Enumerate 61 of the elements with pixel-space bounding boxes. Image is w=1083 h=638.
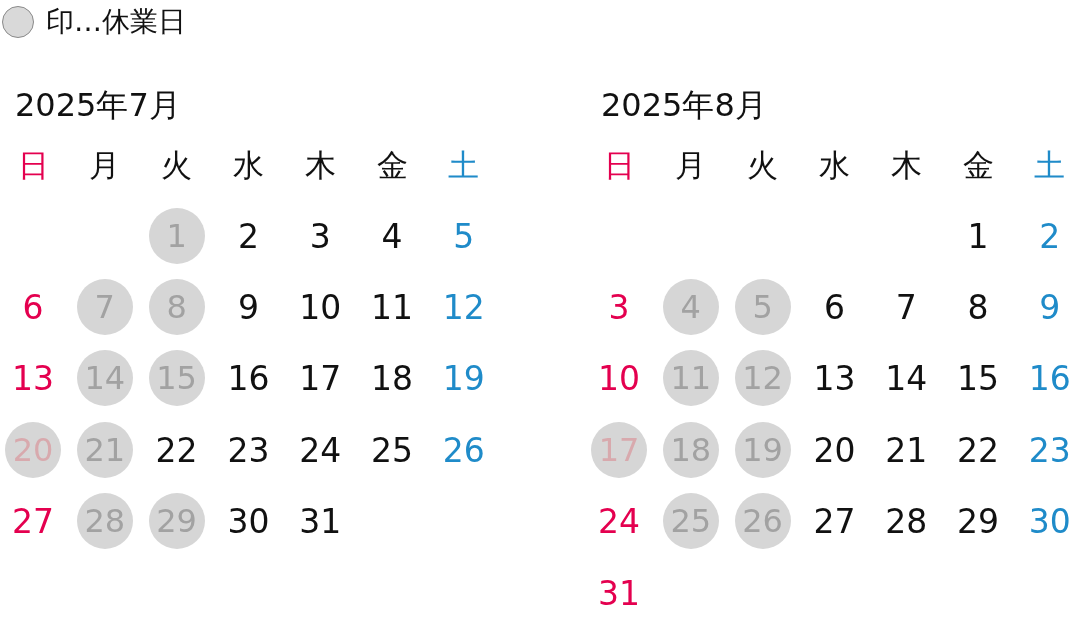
day-number: 23	[227, 433, 270, 467]
weekday-header: 土	[448, 149, 480, 181]
day-number: 9	[237, 290, 259, 324]
day-number: 2	[1039, 219, 1061, 253]
month-title: 2025年7月	[15, 89, 181, 121]
day-number: 1	[967, 219, 989, 253]
day-number: 4	[381, 219, 403, 253]
weekday-header: 火	[747, 149, 779, 181]
weekday-header: 水	[232, 149, 264, 181]
day-number: 6	[823, 290, 845, 324]
weekday-header: 木	[890, 149, 922, 181]
day-number: 13	[813, 361, 856, 395]
day-number: 24	[299, 433, 342, 467]
day-number: 8	[967, 290, 989, 324]
day-number: 7	[895, 290, 917, 324]
day-number: 25	[371, 433, 413, 467]
day-number: 24	[598, 504, 640, 538]
weekday-header: 水	[818, 149, 850, 181]
day-number: 9	[1039, 290, 1061, 324]
day-number: 21	[885, 433, 928, 467]
day-number: 29	[957, 504, 999, 538]
day-number: 5	[453, 219, 475, 253]
day-number: 3	[309, 219, 331, 253]
weekday-header: 火	[161, 149, 193, 181]
day-number: 22	[957, 433, 999, 467]
day-number: 26	[442, 433, 485, 467]
day-number: 30	[1028, 504, 1071, 538]
weekday-header: 土	[1034, 149, 1066, 181]
month-title: 2025年8月	[601, 89, 767, 121]
day-number: 30	[227, 504, 270, 538]
day-number: 13	[12, 361, 54, 395]
day-number: 28	[885, 504, 928, 538]
day-number: 16	[1028, 361, 1071, 395]
day-number: 31	[598, 576, 640, 610]
day-number: 16	[227, 361, 270, 395]
weekday-header: 金	[962, 149, 994, 181]
day-number: 10	[299, 290, 342, 324]
day-number: 6	[22, 290, 44, 324]
day-number: 14	[885, 361, 928, 395]
day-number: 15	[957, 361, 999, 395]
day-number: 11	[371, 290, 413, 324]
weekday-header: 月	[89, 149, 121, 181]
day-number: 3	[608, 290, 630, 324]
day-number: 20	[813, 433, 856, 467]
day-number: 18	[371, 361, 413, 395]
day-number: 2	[237, 219, 259, 253]
day-number: 19	[442, 361, 485, 395]
day-number: 27	[12, 504, 54, 538]
weekday-header: 木	[304, 149, 336, 181]
day-number: 27	[813, 504, 856, 538]
weekday-header: 金	[376, 149, 408, 181]
day-number: 23	[1028, 433, 1071, 467]
day-number: 17	[299, 361, 342, 395]
weekday-header: 日	[17, 149, 49, 181]
day-number: 12	[442, 290, 485, 324]
weekday-header: 日	[603, 149, 635, 181]
day-number: 31	[299, 504, 342, 538]
legend-label: 印…休業日	[46, 7, 186, 37]
day-number: 10	[598, 361, 640, 395]
day-number: 22	[155, 433, 198, 467]
weekday-header: 月	[675, 149, 707, 181]
